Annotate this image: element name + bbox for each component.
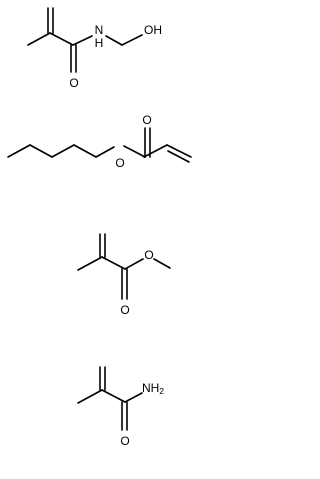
nitrogen-label: N xyxy=(95,23,104,37)
bond xyxy=(51,144,75,158)
bond xyxy=(72,35,93,46)
bond xyxy=(143,144,168,158)
bond xyxy=(49,32,74,46)
bond xyxy=(121,34,143,46)
bond xyxy=(101,256,126,270)
hydroxyl-label: OH xyxy=(144,23,162,37)
bond xyxy=(77,389,103,404)
bond xyxy=(27,32,51,46)
carbonyl-oxygen-label: O xyxy=(69,76,78,90)
bond xyxy=(7,144,31,158)
amine-label: NH2 xyxy=(142,381,164,396)
bond xyxy=(123,145,146,158)
molecule-methacrylamide: NH2 O xyxy=(77,366,164,448)
bond xyxy=(124,258,144,270)
molecule-butyl-acrylate: O O xyxy=(7,113,192,170)
carbonyl-oxygen-label: O xyxy=(120,303,129,317)
molecule-n-hydroxymethyl-methacrylamide: N H OH O xyxy=(27,7,162,90)
bond xyxy=(166,144,192,158)
bond xyxy=(105,35,123,46)
bond xyxy=(124,392,143,403)
bond xyxy=(153,258,171,269)
bond xyxy=(77,256,103,271)
carbonyl-oxygen-label: O xyxy=(142,113,151,127)
bond xyxy=(101,389,126,403)
carbonyl-oxygen-label: O xyxy=(120,434,129,448)
chemical-structures-diagram: N H OH O O O O O xyxy=(7,7,192,448)
molecule-methyl-methacrylate: O O xyxy=(77,233,171,317)
ester-oxygen-label: O xyxy=(115,156,124,170)
amide-hydrogen-label: H xyxy=(95,36,104,50)
amine-nh-text: NH xyxy=(142,381,159,395)
bond xyxy=(73,144,97,158)
bond xyxy=(167,150,190,163)
ester-oxygen-label: O xyxy=(144,248,153,262)
bond xyxy=(29,144,53,158)
bond xyxy=(95,146,115,158)
amine-subscript-text: 2 xyxy=(159,386,164,396)
